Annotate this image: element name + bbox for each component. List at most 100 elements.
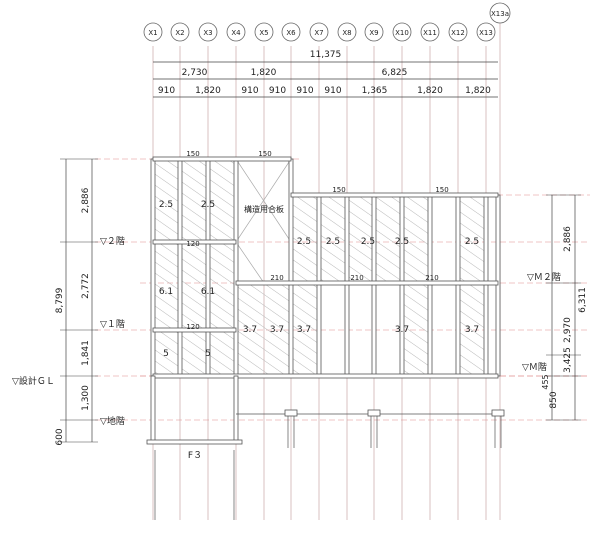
note-footing-f3: F３	[188, 451, 202, 461]
column-7	[316, 194, 322, 377]
pile-cap-3	[491, 409, 505, 417]
beam-label-m2-1: 210	[270, 274, 283, 282]
beam-label-m2-3: 210	[425, 274, 438, 282]
beam-2f	[152, 239, 237, 245]
value-upper-left-1: 2.5	[159, 200, 173, 210]
column-9	[371, 194, 377, 377]
grid-bubble-13	[476, 22, 496, 42]
level-label-gl: ▽設計ＧＬ	[12, 375, 55, 387]
beam-label-top1: 150	[186, 150, 199, 158]
column-11	[427, 194, 433, 377]
dim-total-text: 11,375	[310, 50, 342, 60]
value-upper-right-4: 2.5	[465, 237, 479, 247]
beam-m2	[235, 280, 499, 286]
grid-label-5: X5	[259, 29, 268, 37]
grid-bubble-1	[143, 22, 163, 42]
dim-right-top: 2,886	[563, 226, 573, 252]
grid-label-1: X1	[148, 29, 157, 37]
value-lower-right-4: 3.7	[465, 325, 479, 335]
value-upper-right-3: 2.5	[395, 237, 409, 247]
value-lower-right-1: 3.7	[270, 325, 284, 335]
grid-label-9: X9	[369, 29, 378, 37]
value-upper-right-1: 2.5	[326, 237, 340, 247]
grid-bubble-3	[198, 22, 218, 42]
level-label-1f: ▽１階	[100, 319, 125, 330]
beam-label-top4: 150	[435, 186, 448, 194]
grid-bubble-2	[170, 22, 190, 42]
pile-cap-2	[367, 409, 381, 417]
grid-label-x13a: X13a	[491, 10, 509, 18]
panel-lower-mid	[236, 283, 321, 376]
column-left-3	[205, 158, 211, 377]
dim-seg1-2: 6,825	[382, 68, 408, 78]
dim-seg2-0: 910	[158, 86, 175, 96]
dim-left-overall: 8,799	[55, 287, 65, 313]
dim-seg2-7: 1,820	[417, 86, 443, 96]
column-left-2	[177, 158, 183, 377]
level-label-basement: ▽地階	[100, 415, 125, 427]
panel-upper-right-b	[402, 195, 430, 283]
grid-bubble-6	[281, 22, 301, 42]
grid-label-6: X6	[286, 29, 296, 37]
column-left-4	[233, 158, 239, 377]
dim-right-mid-total: 3,425	[563, 347, 573, 373]
beam-label-2f: 120	[186, 240, 199, 248]
value-upper-left-2: 2.5	[201, 200, 215, 210]
dim-seg2-4: 910	[296, 86, 313, 96]
grid-label-13: X13	[479, 29, 493, 37]
panel-upper-right-c	[458, 195, 486, 283]
dim-right-low: 455	[541, 374, 550, 389]
beam-ground	[152, 373, 499, 379]
dim-seg2-5: 910	[324, 86, 341, 96]
panel-lower-right-b	[458, 283, 486, 376]
beam-label-m2-2: 210	[350, 274, 363, 282]
grid-label-11: X11	[423, 29, 437, 37]
level-label-2f: ▽２階	[100, 236, 125, 247]
dim-left-basement: 1,300	[81, 385, 91, 411]
dim-seg2-8: 1,820	[465, 86, 491, 96]
level-label-m: ▽Ｍ階	[522, 362, 547, 373]
beam-1f	[152, 327, 237, 333]
beam-top-right	[290, 192, 499, 198]
dim-right-total: 6,311	[578, 287, 588, 313]
dim-right-bottom: 850	[549, 391, 559, 408]
panel-lower-right-a	[402, 283, 430, 376]
beam-label-top2: 150	[258, 150, 271, 158]
grid-bubble-12	[448, 22, 468, 42]
beam-top-left	[152, 156, 292, 162]
panel-lower-left	[153, 330, 236, 376]
value-lower-right-2: 3.7	[297, 325, 311, 335]
dim-left-ground: 1,841	[81, 340, 91, 366]
grid-bubble-9	[364, 22, 384, 42]
footing-f3	[146, 439, 243, 445]
note-structural-plywood: 構造用合板	[244, 204, 284, 214]
dim-seg2-2: 910	[241, 86, 258, 96]
pile-cap-1	[284, 409, 298, 417]
column-x6	[288, 158, 294, 377]
value-upper-right-2: 2.5	[361, 237, 375, 247]
grid-bubble-10	[392, 22, 412, 42]
value-lower-left-2: 5	[205, 349, 211, 359]
column-8	[344, 194, 350, 377]
column-10	[399, 194, 405, 377]
dim-right-mid: 2,970	[563, 317, 573, 343]
grid-bubble-5	[254, 22, 274, 42]
plywood-bracing	[235, 158, 292, 284]
dim-seg1-1: 1,820	[251, 68, 277, 78]
dim-left-foundation: 600	[55, 428, 65, 445]
value-lower-left-1: 5	[163, 349, 169, 359]
grid-bubble-4	[226, 22, 246, 42]
dim-seg2-1: 1,820	[195, 86, 221, 96]
grid-bubble-8	[337, 22, 357, 42]
grid-bubble-11	[420, 22, 440, 42]
dim-left-floor1: 2,772	[81, 273, 91, 299]
grid-label-7: X7	[314, 29, 323, 37]
value-lower-right-3: 3.7	[395, 325, 409, 335]
grid-label-8: X8	[342, 29, 351, 37]
panel-upper-left	[153, 159, 236, 242]
basement-wall-right	[233, 375, 239, 443]
column-left-1	[150, 158, 156, 377]
dim-seg2-6: 1,365	[362, 86, 388, 96]
grid-label-2: X2	[175, 29, 184, 37]
